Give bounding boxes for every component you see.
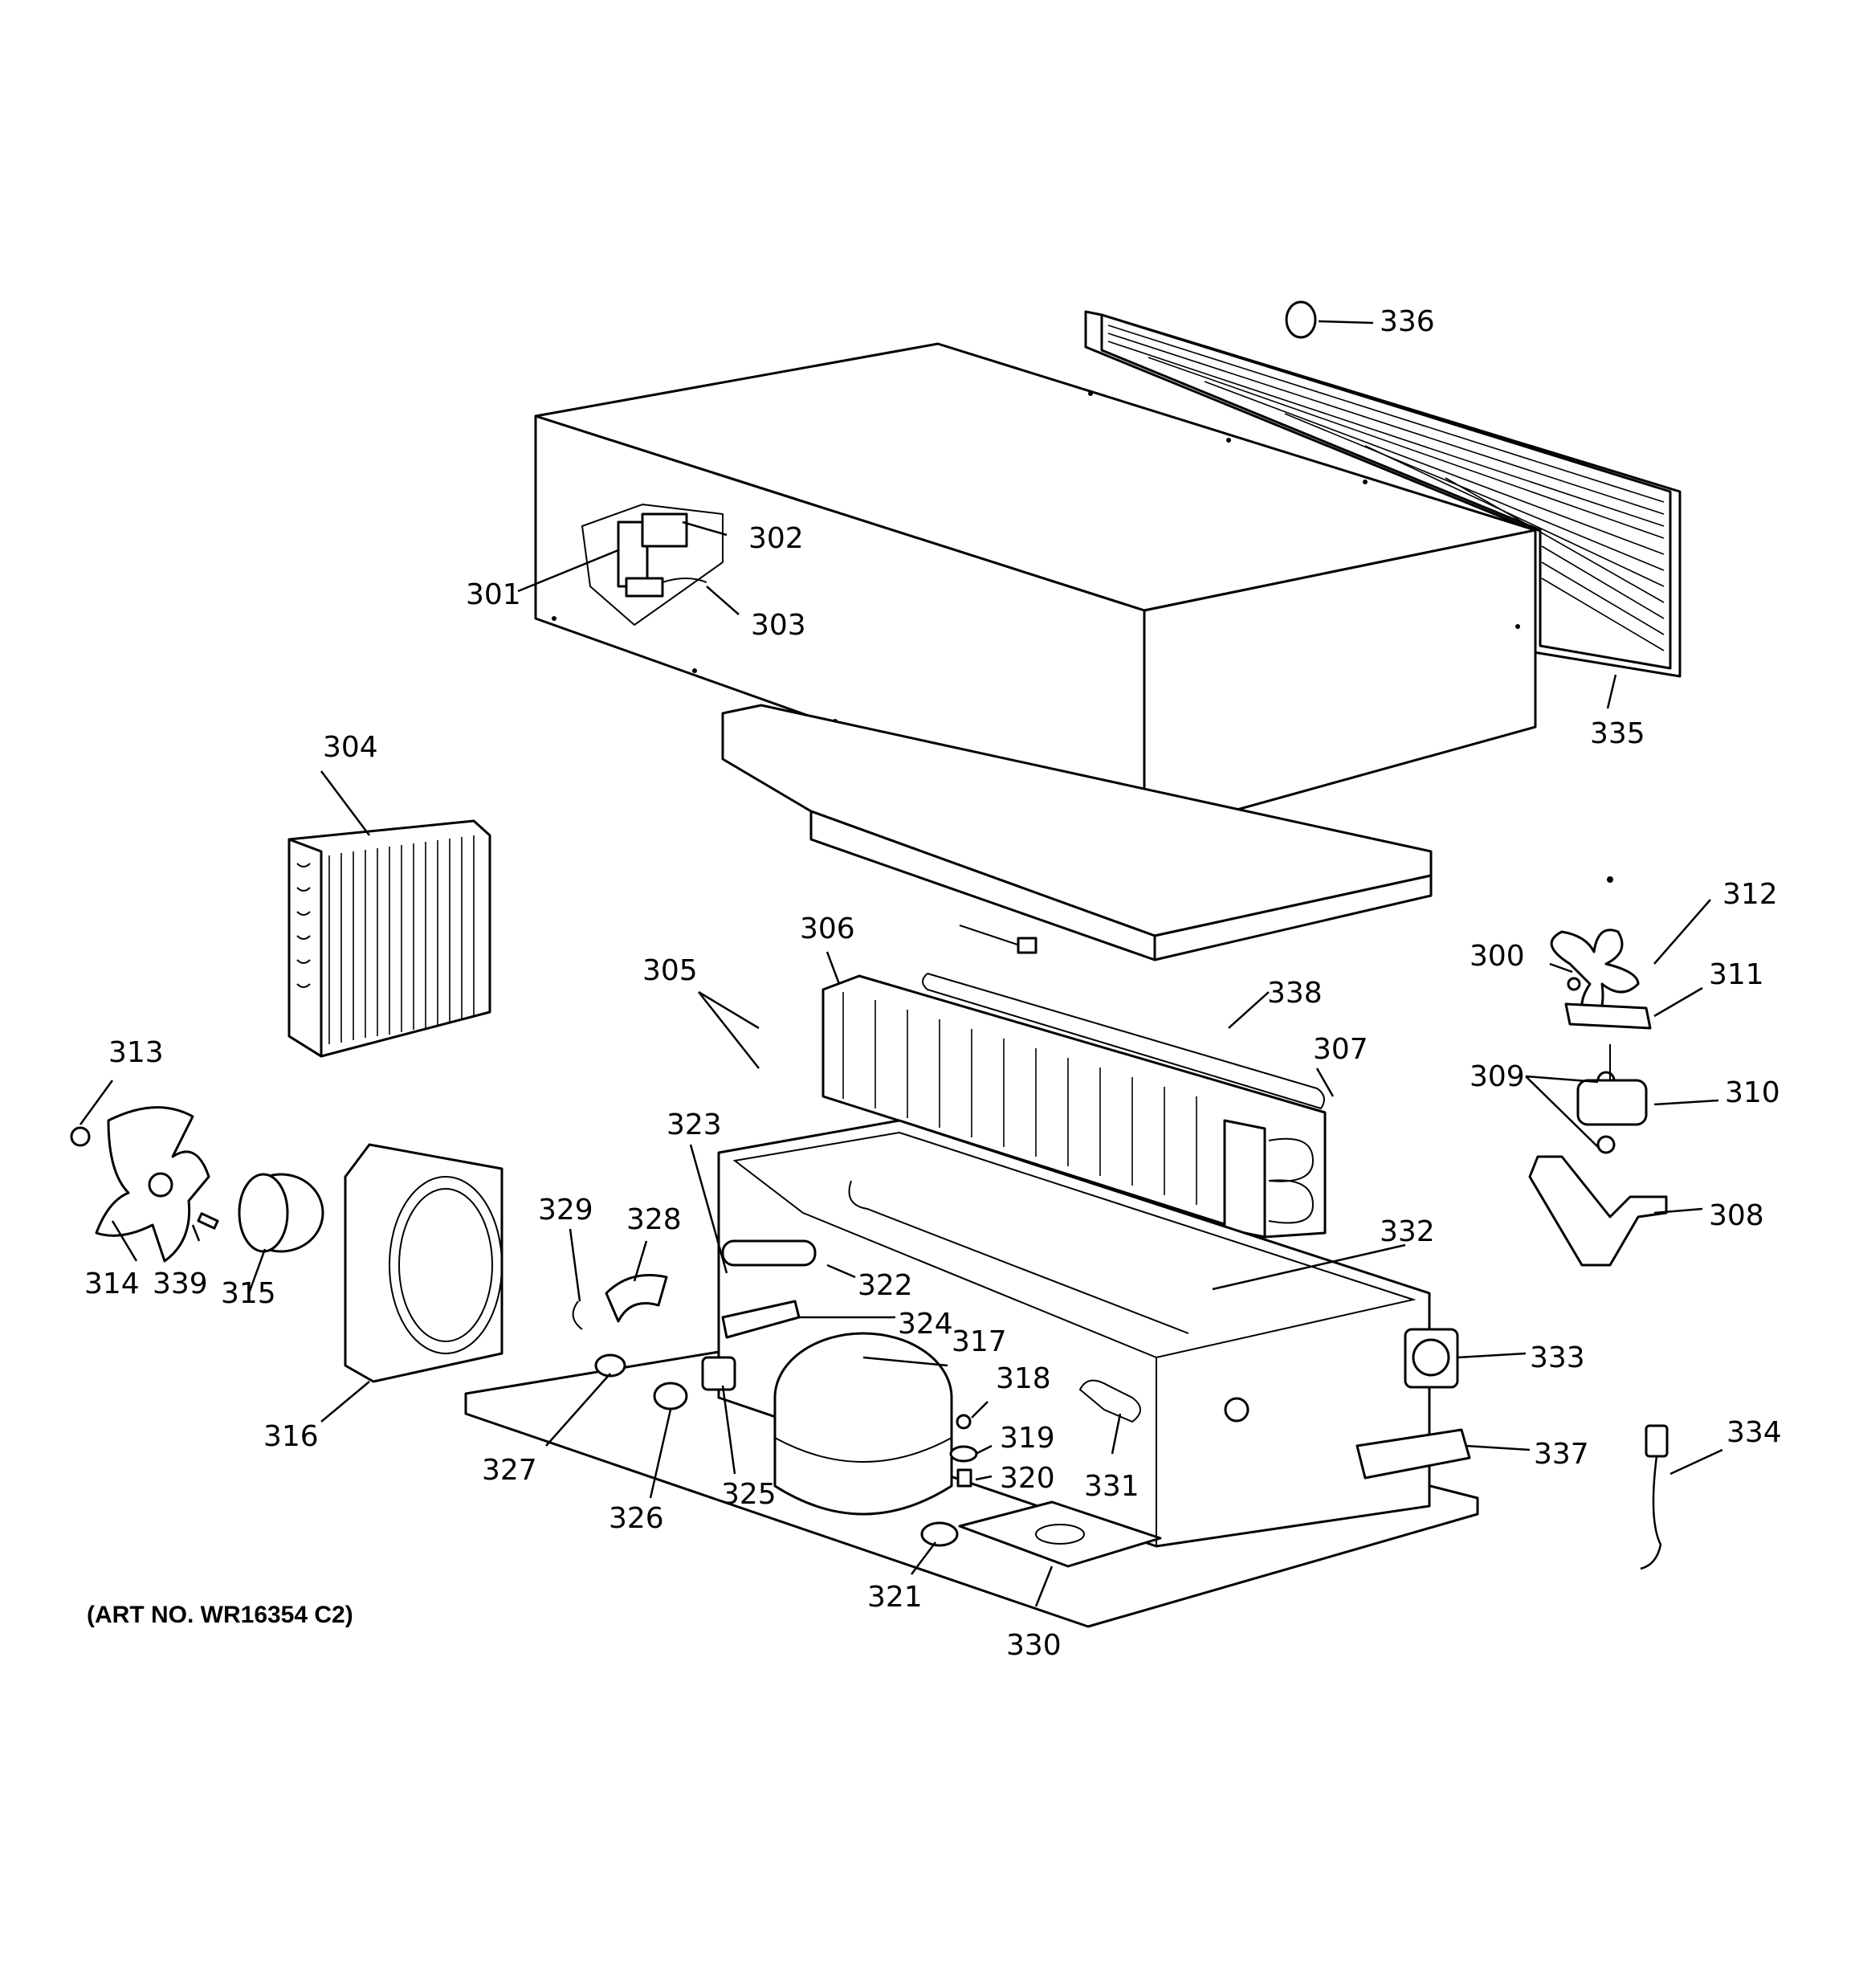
callout-323: 323: [667, 1108, 722, 1141]
callout-315: 315: [221, 1277, 276, 1310]
control-knob: [1285, 300, 1317, 339]
callout-304: 304: [323, 731, 378, 764]
callout-332: 332: [1380, 1215, 1435, 1248]
callout-334: 334: [1726, 1416, 1782, 1449]
condenser-coil: [287, 819, 491, 1058]
drain-pan: [958, 1500, 1162, 1568]
callout-331: 331: [1084, 1470, 1139, 1503]
callout-339: 339: [153, 1268, 208, 1300]
callout-319: 319: [1000, 1422, 1055, 1455]
callout-306: 306: [800, 912, 855, 945]
callout-303: 303: [751, 609, 806, 642]
callout-302: 302: [748, 522, 804, 555]
power-cord: [1640, 1424, 1669, 1570]
run-capacitor: [721, 1239, 817, 1267]
wire-clip: [572, 1300, 583, 1330]
callout-322: 322: [858, 1269, 913, 1302]
fan-nut: [70, 1126, 91, 1147]
callout-324: 324: [898, 1308, 953, 1341]
thermal-protector: [653, 1382, 688, 1410]
callout-313: 313: [108, 1036, 164, 1069]
defrost-heater-wire: [922, 925, 1325, 1110]
control-board: [1355, 1428, 1471, 1480]
fan-motor-bracket: [1564, 1002, 1652, 1030]
evaporator-fan-blade: [1550, 876, 1640, 1022]
motor-screw: [197, 1212, 219, 1230]
callout-320: 320: [1000, 1462, 1055, 1495]
heater-element: [1078, 1379, 1141, 1423]
callout-318: 318: [996, 1362, 1051, 1395]
callout-336: 336: [1380, 305, 1435, 338]
callout-333: 333: [1530, 1341, 1585, 1374]
callout-335: 335: [1590, 717, 1645, 750]
callout-labels: 300 301 302 303 304 305 306 307 308 309 …: [84, 305, 1782, 1662]
callout-312: 312: [1722, 878, 1778, 911]
callout-326: 326: [609, 1502, 664, 1535]
callout-310: 310: [1725, 1076, 1780, 1109]
callout-328: 328: [626, 1203, 682, 1236]
top-cabinet-box: [534, 342, 1537, 837]
callout-325: 325: [721, 1478, 777, 1511]
callout-307: 307: [1313, 1033, 1368, 1066]
callout-337: 337: [1534, 1438, 1589, 1471]
callout-301: 301: [466, 578, 521, 611]
front-grille-panel: [1084, 310, 1682, 678]
selector-switch: [1404, 1328, 1459, 1389]
callout-314: 314: [84, 1268, 140, 1300]
callout-309: 309: [1470, 1060, 1525, 1093]
evaporator-fan-motor: [1576, 1044, 1648, 1126]
overload-relay: [701, 1356, 736, 1391]
terminal-cover: [605, 1274, 668, 1323]
fan-screw: [1567, 977, 1581, 991]
callout-338: 338: [1267, 977, 1323, 1010]
fan-motor: [238, 1173, 324, 1253]
callout-leaders: [79, 320, 1723, 1607]
callout-327: 327: [482, 1454, 537, 1487]
callout-300: 300: [1470, 940, 1525, 973]
callout-330: 330: [1006, 1629, 1062, 1662]
compressor-grommets: [920, 1414, 978, 1547]
compressor: [773, 1332, 953, 1516]
condenser-fan-blade: [95, 1106, 210, 1263]
evaporator-drip-plate: [721, 704, 1433, 961]
callout-317: 317: [952, 1325, 1007, 1358]
art-number: (ART NO. WR16354 C2): [87, 1602, 353, 1628]
callout-316: 316: [263, 1420, 319, 1453]
tube-clip: [594, 1353, 626, 1378]
callout-311: 311: [1709, 958, 1764, 991]
callout-308: 308: [1709, 1199, 1764, 1232]
evaporator-coil: [821, 974, 1327, 1239]
callout-305: 305: [642, 954, 698, 987]
fan-mount-bracket: [1528, 1155, 1668, 1267]
callout-329: 329: [538, 1194, 593, 1227]
condenser-fan-shroud: [344, 1143, 503, 1383]
callout-321: 321: [867, 1581, 923, 1614]
